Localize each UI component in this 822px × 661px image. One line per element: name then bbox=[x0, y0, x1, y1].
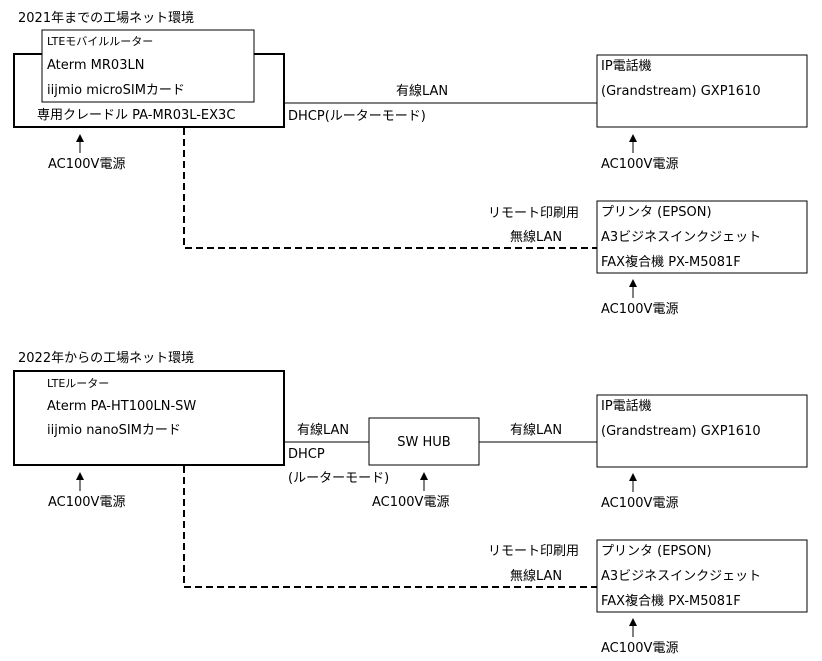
bottom-hub-label: SW HUB bbox=[397, 435, 450, 450]
top-wireless-label: 無線LAN bbox=[510, 229, 562, 245]
bottom-phone-line1: IP電話機 bbox=[601, 398, 652, 414]
top-phone-box bbox=[596, 54, 808, 128]
top-wired-label: 有線LAN bbox=[396, 83, 448, 99]
top-router-box bbox=[41, 29, 255, 103]
top-router-sim: iijmio microSIMカード bbox=[47, 83, 185, 98]
bottom-dhcp-line2: (ルーターモード) bbox=[288, 471, 389, 486]
bottom-router-power: AC100V電源 bbox=[48, 495, 125, 510]
bottom-phone-box bbox=[596, 394, 808, 468]
bottom-wireless-line bbox=[183, 466, 597, 588]
bottom-hub-box bbox=[368, 417, 480, 466]
bottom-printer-box bbox=[596, 539, 808, 613]
bottom-router-sim: iijmio nanoSIMカード bbox=[47, 423, 181, 438]
bottom-router-model: Aterm PA-HT100LN-SW bbox=[47, 399, 196, 414]
top-title: 2021年までの工場ネット環境 bbox=[18, 11, 194, 26]
bottom-remote-label: リモート印刷用 bbox=[488, 544, 579, 559]
bottom-phone-power: AC100V電源 bbox=[601, 496, 678, 511]
bottom-hub-power: AC100V電源 bbox=[372, 495, 449, 510]
bottom-wired-label-2: 有線LAN bbox=[510, 422, 562, 438]
top-printer-line3: FAX複合機 PX-M5081F bbox=[601, 254, 741, 270]
bottom-title: 2022年からの工場ネット環境 bbox=[18, 351, 194, 366]
top-router-model: Aterm MR03LN bbox=[47, 58, 144, 73]
top-printer-line2: A3ビジネスインクジェット bbox=[601, 230, 761, 245]
top-wireless-line bbox=[183, 128, 597, 249]
top-printer-box bbox=[596, 200, 808, 274]
bottom-printer-power: AC100V電源 bbox=[601, 641, 678, 656]
bottom-printer-line3: FAX複合機 PX-M5081F bbox=[601, 593, 741, 609]
top-phone-line2: (Grandstream) GXP1610 bbox=[601, 84, 761, 99]
top-remote-label: リモート印刷用 bbox=[488, 206, 579, 221]
bottom-router-sublabel: LTEルーター bbox=[47, 377, 109, 390]
bottom-printer-line1: プリンタ (EPSON) bbox=[601, 544, 712, 559]
bottom-phone-line2: (Grandstream) GXP1610 bbox=[601, 424, 761, 439]
top-phone-line1: IP電話機 bbox=[601, 58, 652, 74]
bottom-printer-line2: A3ビジネスインクジェット bbox=[601, 569, 761, 584]
top-dhcp-label: DHCP(ルーターモード) bbox=[288, 109, 426, 124]
bottom-wired-label-1: 有線LAN bbox=[297, 422, 349, 438]
top-printer-line1: プリンタ (EPSON) bbox=[601, 205, 712, 220]
top-phone-power: AC100V電源 bbox=[601, 157, 678, 172]
bottom-wireless-label: 無線LAN bbox=[510, 568, 562, 584]
bottom-router-box bbox=[13, 370, 285, 466]
top-router-sublabel: LTEモバイルルーター bbox=[47, 35, 153, 48]
top-printer-power: AC100V電源 bbox=[601, 302, 678, 317]
bottom-dhcp-line1: DHCP bbox=[288, 447, 325, 462]
top-router-power: AC100V電源 bbox=[48, 157, 125, 172]
top-cradle-label: 専用クレードル PA-MR03L-EX3C bbox=[37, 108, 235, 123]
